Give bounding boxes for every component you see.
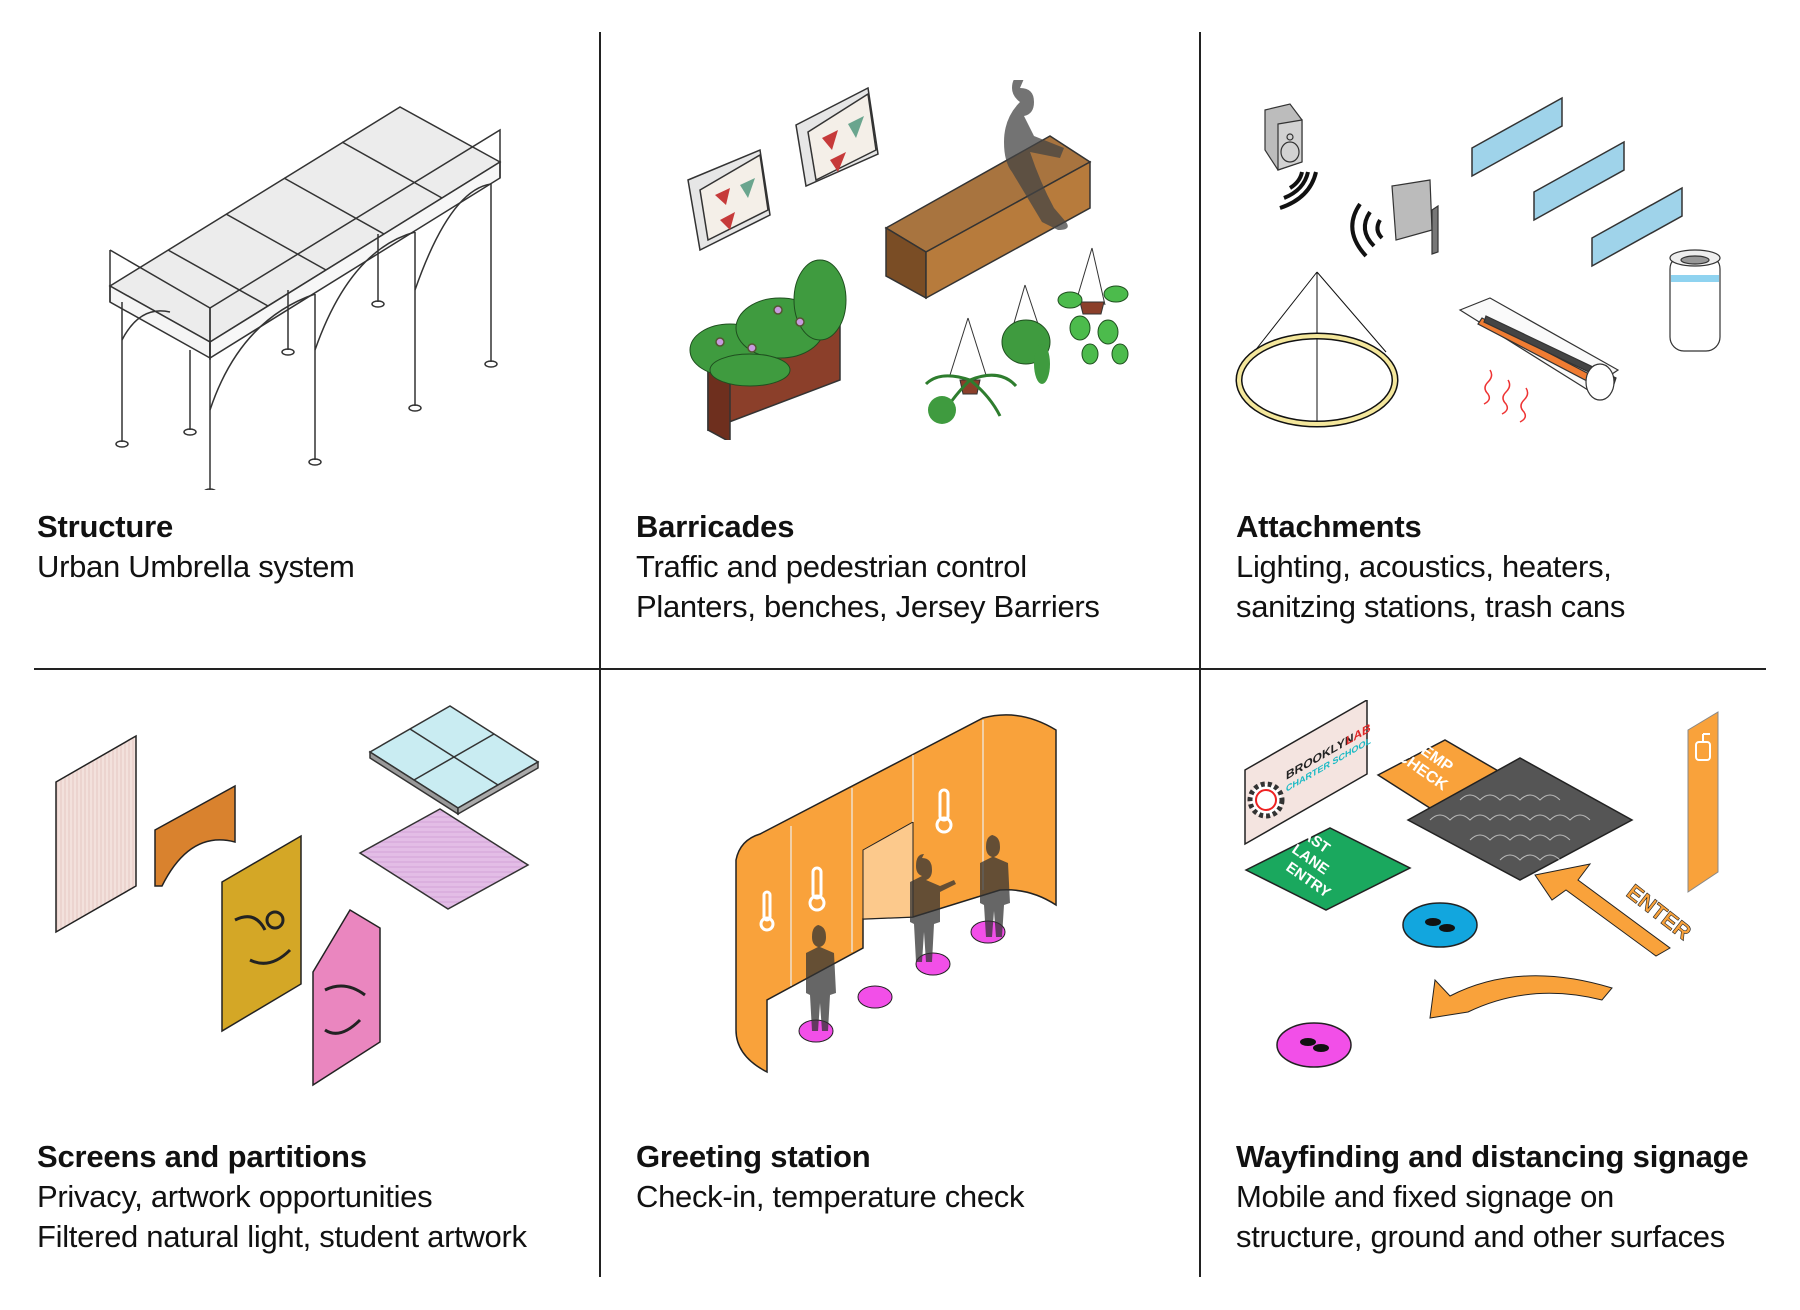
artwork-panel-icon <box>221 834 302 1033</box>
sound-waves-icon <box>1350 202 1384 258</box>
footprints-icon <box>1300 1038 1329 1052</box>
panel-description: Traffic and pedestrian control <box>636 549 1027 584</box>
artwork-panel-icon <box>312 908 381 1087</box>
panel-structure: Structure Urban Umbrella system <box>37 507 355 587</box>
person-silhouette-icon <box>980 835 1010 937</box>
panel-description: Check-in, temperature check <box>636 1179 1025 1214</box>
panel-description: Mobile and fixed signage on <box>1236 1179 1614 1214</box>
panel-screens: Screens and partitions Privacy, artwork … <box>37 1137 527 1257</box>
signage-illustration: BROOKLYN LAB CHARTER SCHOOL TEMP CHECK F… <box>1244 700 1719 1068</box>
hanging-plant-icon <box>924 317 1018 424</box>
panel-title: Attachments <box>1236 509 1422 544</box>
sanitizer-sign <box>1687 711 1719 893</box>
panel-description: structure, ground and other surfaces <box>1236 1219 1725 1254</box>
enter-arrow-icon <box>1534 863 1671 957</box>
panel-title: Structure <box>37 509 174 544</box>
trash-can-icon <box>1669 249 1721 352</box>
screens-illustration <box>55 705 540 1087</box>
school-sign: BROOKLYN LAB CHARTER SCHOOL <box>1244 700 1371 846</box>
speaker-icon <box>1264 103 1303 171</box>
footprint-marker-blue <box>1402 902 1478 948</box>
skylight-panel-icon <box>368 705 540 816</box>
led-panel-icon <box>1471 96 1683 268</box>
panel-greeting: Greeting station Check-in, temperature c… <box>636 1137 1024 1217</box>
person-silhouette-icon <box>910 854 956 962</box>
screen-panel-icon <box>55 734 137 934</box>
thermometer-icon <box>935 788 953 834</box>
sound-waves-icon <box>1279 171 1318 210</box>
panel-description: sanitzing stations, trash cans <box>1236 589 1626 624</box>
bench-icon <box>884 135 1092 300</box>
barricades-illustration <box>687 80 1129 440</box>
footprint-marker-magenta <box>1276 1022 1352 1068</box>
panel-description: Lighting, acoustics, heaters, <box>1236 549 1612 584</box>
panel-attachments: Attachments Lighting, acoustics, heaters… <box>1236 507 1625 627</box>
gear-logo-icon <box>1247 781 1285 819</box>
hanging-plant-icon <box>1001 284 1051 384</box>
heat-waves-icon <box>1483 369 1529 423</box>
panel-title: Barricades <box>636 509 795 544</box>
attachments-illustration <box>1235 96 1721 428</box>
panel-title: Wayfinding and distancing signage <box>1236 1139 1749 1174</box>
panel-description: Filtered natural light, student artwork <box>37 1219 527 1254</box>
greeting-station-illustration <box>735 714 1057 1074</box>
curved-arrow-icon <box>1429 975 1613 1019</box>
heater-icon <box>1458 297 1620 401</box>
hanging-plant-icon <box>1057 247 1129 365</box>
panel-title: Screens and partitions <box>37 1139 367 1174</box>
jersey-barrier-icon <box>795 86 879 188</box>
skylight-panel-icon <box>358 808 530 910</box>
person-silhouette-icon <box>1004 80 1068 230</box>
distancing-dot <box>915 952 951 976</box>
thermometer-icon <box>759 890 775 932</box>
thermometer-icon <box>808 866 826 912</box>
ring-light-icon <box>1235 271 1399 428</box>
patterned-floor-mat <box>1406 757 1634 881</box>
column-divider-1 <box>599 32 601 1277</box>
fast-lane-sign: FAST LANE ENTRY <box>1244 821 1412 911</box>
planter-icon <box>689 259 847 440</box>
panel-description: Planters, benches, Jersey Barriers <box>636 589 1100 624</box>
panel-title: Greeting station <box>636 1139 871 1174</box>
footprints-icon <box>1425 918 1455 932</box>
hand-sanitizer-icon <box>1695 733 1711 761</box>
distancing-dot <box>857 985 893 1009</box>
structure-illustration <box>108 106 502 490</box>
row-divider <box>34 668 1766 670</box>
column-divider-2 <box>1199 32 1201 1277</box>
panel-barricades: Barricades Traffic and pedestrian contro… <box>636 507 1100 627</box>
panel-wayfinding: Wayfinding and distancing signage Mobile… <box>1236 1137 1749 1257</box>
speaker-icon <box>1391 179 1439 255</box>
arch-screen-icon <box>154 784 236 887</box>
panel-description: Urban Umbrella system <box>37 549 355 584</box>
person-silhouette-icon <box>806 925 836 1031</box>
panel-description: Privacy, artwork opportunities <box>37 1179 433 1214</box>
jersey-barrier-icon <box>687 148 771 252</box>
